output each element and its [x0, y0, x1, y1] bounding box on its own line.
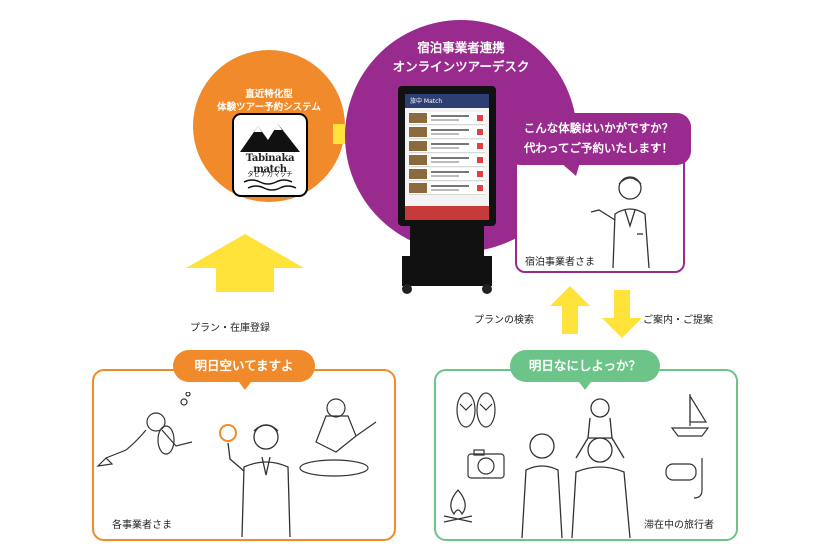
booking-system-title-line2: 体験ツアー予約システム — [217, 102, 321, 113]
speech-tail-icon — [560, 162, 580, 176]
up-arrow-icon — [550, 286, 590, 334]
kiosk-header-text: 旅中 Match — [410, 98, 443, 105]
plan-search-label: プランの検索 — [474, 315, 534, 326]
diver-icon — [96, 392, 193, 467]
wave-icon — [243, 179, 297, 191]
staff-person-icon — [590, 176, 650, 268]
staff-speech-line2: 代わってご予約いたします！ — [524, 141, 673, 155]
staff-speech-text: こんな体験はいかがですか？ 代わってご予約いたします！ — [506, 118, 691, 158]
travelers-speech-pill: 明日なにしよっか？ — [510, 350, 660, 382]
down-arrow-icon — [602, 290, 642, 338]
logo-main-text: Tabinaka match — [245, 153, 295, 175]
tour-desk-title-line1: 宿泊事業者連携 — [417, 40, 505, 55]
operators-label: 各事業者さま — [112, 520, 172, 531]
sandals-icon — [456, 392, 496, 428]
kiosk-base — [402, 256, 492, 286]
campfire-icon — [443, 489, 473, 523]
wheel-icon — [482, 284, 492, 294]
staff-speech-line1: こんな体験はいかがですか？ — [523, 121, 674, 135]
kiosk-list-item — [409, 140, 485, 153]
kiosk-list-item — [409, 126, 485, 139]
kiosk-list-item — [409, 168, 485, 181]
speech-tail-icon — [236, 378, 254, 390]
sailboat-icon — [670, 393, 710, 437]
kiosk-header — [405, 94, 489, 108]
mountain-icon — [240, 124, 300, 152]
operators-speech-pill: 明日空いてますよ — [173, 350, 315, 382]
speech-tail-icon — [576, 378, 594, 390]
tour-desk-title-line2: オンラインツアーデスク — [392, 59, 530, 74]
kiosk-footer — [405, 206, 489, 220]
tabinaka-logo — [232, 113, 308, 197]
camera-icon — [467, 449, 505, 479]
logo-sub-text: タビナカマッチ — [247, 170, 293, 178]
operator-person-icon — [219, 424, 291, 537]
guidance-label: ご案内・ご提案 — [643, 315, 713, 326]
booking-system-title: 直近特化型 体験ツアー予約システム — [193, 88, 345, 114]
wheel-icon — [402, 284, 412, 294]
tour-desk-title: 宿泊事業者連携 オンラインツアーデスク — [345, 38, 577, 76]
snowboarder-icon — [299, 398, 377, 477]
kiosk-list-item — [409, 182, 485, 195]
staff-speech-bubble — [506, 113, 691, 165]
kiosk-list-item — [409, 112, 485, 125]
family-icon — [521, 398, 631, 538]
up-arrow-icon — [186, 234, 304, 292]
snorkel-icon — [665, 458, 703, 499]
plan-registration-label: プラン・在庫登録 — [190, 323, 270, 334]
kiosk-list-item — [409, 154, 485, 167]
staff-label: 宿泊事業者さま — [525, 257, 595, 268]
booking-system-title-line1: 直近特化型 — [245, 89, 293, 100]
travelers-label: 滞在中の旅行者 — [644, 520, 714, 531]
